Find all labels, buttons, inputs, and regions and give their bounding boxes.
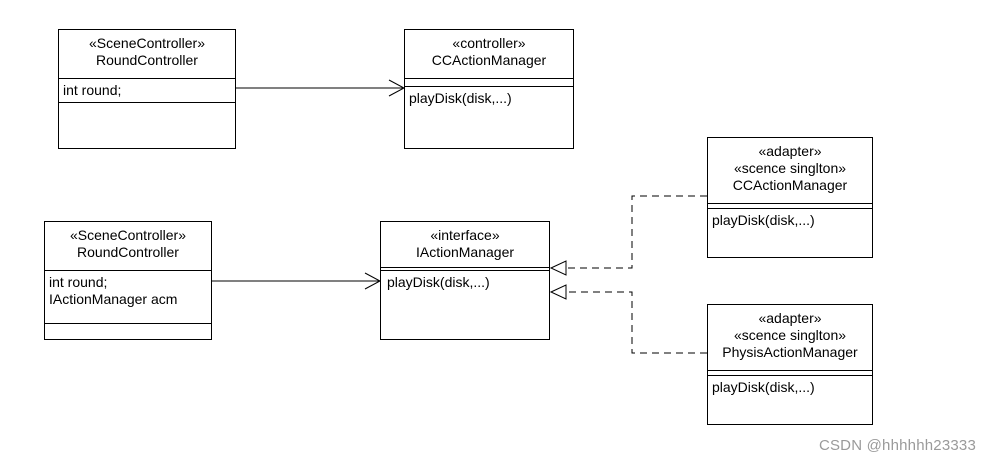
realization-arrow-physis: [549, 284, 707, 354]
class-round-controller-top[interactable]: «SceneController» RoundController int ro…: [58, 29, 236, 149]
class-physis-action-manager[interactable]: «adapter» «scence singlton» PhysisAction…: [707, 304, 873, 425]
stereotype-scence-singlton: «scence singlton»: [733, 160, 847, 176]
association-arrow-2: [212, 272, 382, 290]
stereotype-controller: «controller»: [452, 35, 526, 51]
class-name: PhysisActionManager: [722, 344, 858, 360]
stereotype-interface: «interface»: [430, 227, 500, 243]
method-play-disk: playDisk(disk,...): [712, 212, 815, 228]
class-cc-action-manager-controller[interactable]: «controller» CCActionManager playDisk(di…: [404, 29, 574, 149]
class-name: RoundController: [96, 52, 198, 68]
stereotype-adapter: «adapter»: [758, 310, 822, 326]
class-name: CCActionManager: [431, 52, 547, 68]
method-play-disk: playDisk(disk,...): [387, 274, 490, 290]
stereotype-scence-singlton: «scence singlton»: [733, 327, 847, 343]
method-play-disk: playDisk(disk,...): [409, 90, 512, 106]
class-round-controller-bottom[interactable]: «SceneController» RoundController int ro…: [44, 221, 212, 340]
watermark: CSDN @hhhhhh23333: [818, 437, 976, 454]
class-name: RoundController: [77, 244, 179, 260]
stereotype-scene-controller: «SceneController»: [70, 227, 186, 243]
attribute-acm: IActionManager acm: [49, 291, 178, 307]
realization-arrow-cc: [549, 195, 707, 276]
class-cc-action-manager-adapter[interactable]: «adapter» «scence singlton» CCActionMana…: [707, 137, 873, 258]
association-arrow-1: [236, 79, 406, 97]
method-play-disk: playDisk(disk,...): [712, 379, 815, 395]
stereotype-scene-controller: «SceneController»: [89, 35, 205, 51]
class-i-action-manager[interactable]: «interface» IActionManager playDisk(disk…: [380, 221, 550, 340]
class-name: CCActionManager: [732, 177, 848, 193]
class-name: IActionManager: [415, 244, 515, 260]
stereotype-adapter: «adapter»: [758, 143, 822, 159]
attribute-round: int round;: [63, 82, 122, 98]
attribute-round: int round;: [49, 274, 108, 290]
